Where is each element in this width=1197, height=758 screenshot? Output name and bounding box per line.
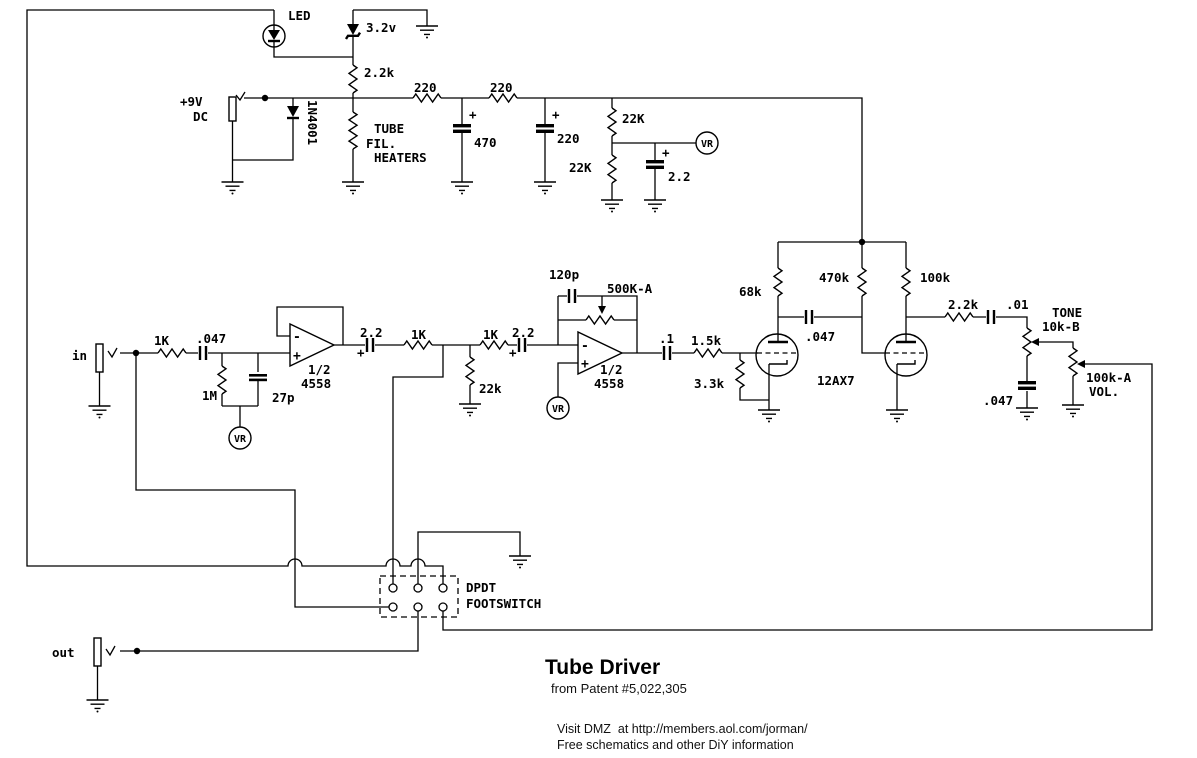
rectifier-diode-symbol bbox=[287, 106, 299, 117]
label-led: LED bbox=[288, 8, 311, 23]
label-tone: TONE bbox=[1052, 305, 1082, 320]
label-opamp1-fraction: 1/2 bbox=[308, 362, 331, 377]
heater-element bbox=[347, 111, 359, 150]
label-filter-c1: 470 bbox=[474, 135, 497, 150]
label-volume: VOL. bbox=[1089, 384, 1119, 399]
label-c22b-plus: + bbox=[509, 345, 517, 360]
label-opamp1-outcap: 2.2 bbox=[360, 325, 383, 340]
opamp2-symbol bbox=[577, 330, 624, 376]
label-led-resistor: 2.2k bbox=[364, 65, 395, 80]
label-interstage-cap: .047 bbox=[805, 329, 835, 344]
label-c22a-plus: + bbox=[357, 345, 365, 360]
capacitor-symbols bbox=[198, 124, 1036, 390]
label-zener: 3.2v bbox=[366, 20, 397, 35]
opamp2-noninverting-mark: + bbox=[581, 357, 589, 372]
label-heater-2: FIL. bbox=[366, 136, 396, 151]
label-plate-r2: 100k bbox=[920, 270, 951, 285]
label-drive-ra: 1K bbox=[411, 327, 427, 342]
label-tone-pot: 10k-B bbox=[1042, 319, 1080, 334]
dc-jack bbox=[228, 96, 237, 122]
label-footswitch-1: DPDT bbox=[466, 580, 496, 595]
label-c220-plus: + bbox=[552, 107, 560, 122]
label-drive-rb: 1K bbox=[483, 327, 499, 342]
opamp2-inverting-mark: - bbox=[581, 339, 589, 354]
junction-dots bbox=[132, 94, 866, 655]
label-protection-diode: 1N4001 bbox=[305, 100, 320, 145]
opamp1-symbol bbox=[289, 322, 336, 368]
label-output-jack: out bbox=[52, 645, 75, 660]
drive-pot-wiper bbox=[598, 306, 606, 314]
diode-symbols bbox=[262, 24, 362, 120]
label-opamp2-part: 4558 bbox=[594, 376, 624, 391]
label-filter-r2: 220 bbox=[490, 80, 513, 95]
tone-pot-wiper bbox=[1031, 338, 1039, 346]
schematic-subtitle: from Patent #5,022,305 bbox=[551, 681, 687, 696]
credit-line-1: Visit DMZ at http://members.aol.com/jorm… bbox=[557, 722, 808, 736]
label-ref-cap: 2.2 bbox=[668, 169, 691, 184]
credit-line-2: Free schematics and other DiY informatio… bbox=[557, 738, 794, 752]
label-drive-pot: 500K-A bbox=[607, 281, 653, 296]
label-volume-pot: 100k-A bbox=[1086, 370, 1132, 385]
label-tone-cap: .047 bbox=[983, 393, 1013, 408]
label-out-cap: .01 bbox=[1006, 297, 1029, 312]
input-jack bbox=[95, 343, 104, 373]
schematic-title: Tube Driver bbox=[545, 656, 660, 679]
label-vref-supply: VR bbox=[701, 139, 714, 150]
pot-wipers bbox=[598, 306, 1085, 368]
label-filter-r1: 220 bbox=[414, 80, 437, 95]
resistor-symbols bbox=[157, 64, 1078, 395]
volume-pot-wiper bbox=[1077, 360, 1085, 368]
label-drive-outcap: .1 bbox=[659, 331, 674, 346]
label-drive-shunt: 22k bbox=[479, 381, 502, 396]
opamp1-noninverting-mark: + bbox=[293, 349, 301, 364]
wires bbox=[26, 9, 1153, 700]
label-input-series-r: 1K bbox=[154, 333, 170, 348]
title-block: Tube Driver from Patent #5,022,305 Visit… bbox=[545, 656, 808, 752]
zener-symbol bbox=[347, 24, 359, 35]
label-input-cap: .047 bbox=[196, 331, 226, 346]
label-feedback-cap: 120p bbox=[549, 267, 579, 282]
triode-symbols bbox=[755, 317, 928, 377]
label-divider-top: 22K bbox=[622, 111, 645, 126]
label-c470-plus: + bbox=[469, 107, 477, 122]
label-supply-voltage: +9V bbox=[180, 94, 203, 109]
label-vref-input: VR bbox=[234, 434, 247, 445]
label-supply-type: DC bbox=[193, 109, 208, 124]
opamp1-inverting-mark: - bbox=[293, 330, 301, 345]
footswitch[interactable] bbox=[379, 575, 459, 618]
opamp-symbols bbox=[289, 322, 624, 376]
label-tube-type: 12AX7 bbox=[817, 373, 855, 388]
vref-nodes: VR VR VR bbox=[228, 131, 719, 450]
label-filter-cap-27p: 27p bbox=[272, 390, 295, 405]
label-bias-resistor: 1M bbox=[202, 388, 217, 403]
label-divider-bottom: 22K bbox=[569, 160, 592, 175]
label-grid-r2: 470k bbox=[819, 270, 850, 285]
jacks bbox=[93, 91, 246, 667]
label-heater-3: HEATERS bbox=[374, 150, 427, 165]
output-jack bbox=[93, 637, 102, 667]
label-heater-1: TUBE bbox=[374, 121, 404, 136]
label-vref-drive: VR bbox=[552, 404, 565, 415]
label-filter-c2: 220 bbox=[557, 131, 580, 146]
component-labels: LED 3.2v 2.2k +9V DC 1N4001 TUBE FIL. HE… bbox=[52, 8, 1132, 660]
label-grid-resistor: 1.5k bbox=[691, 333, 722, 348]
label-input-jack: in bbox=[72, 348, 87, 363]
triode1-envelope bbox=[755, 333, 799, 377]
label-refcap-plus: + bbox=[662, 145, 670, 160]
label-drive-incap: 2.2 bbox=[512, 325, 535, 340]
label-opamp1-part: 4558 bbox=[301, 376, 331, 391]
label-opamp2-fraction: 1/2 bbox=[600, 362, 623, 377]
label-footswitch-2: FOOTSWITCH bbox=[466, 596, 541, 611]
label-plate-r1: 68k bbox=[739, 284, 762, 299]
label-grid-shunt: 3.3k bbox=[694, 376, 725, 391]
label-out-series-r: 2.2k bbox=[948, 297, 979, 312]
